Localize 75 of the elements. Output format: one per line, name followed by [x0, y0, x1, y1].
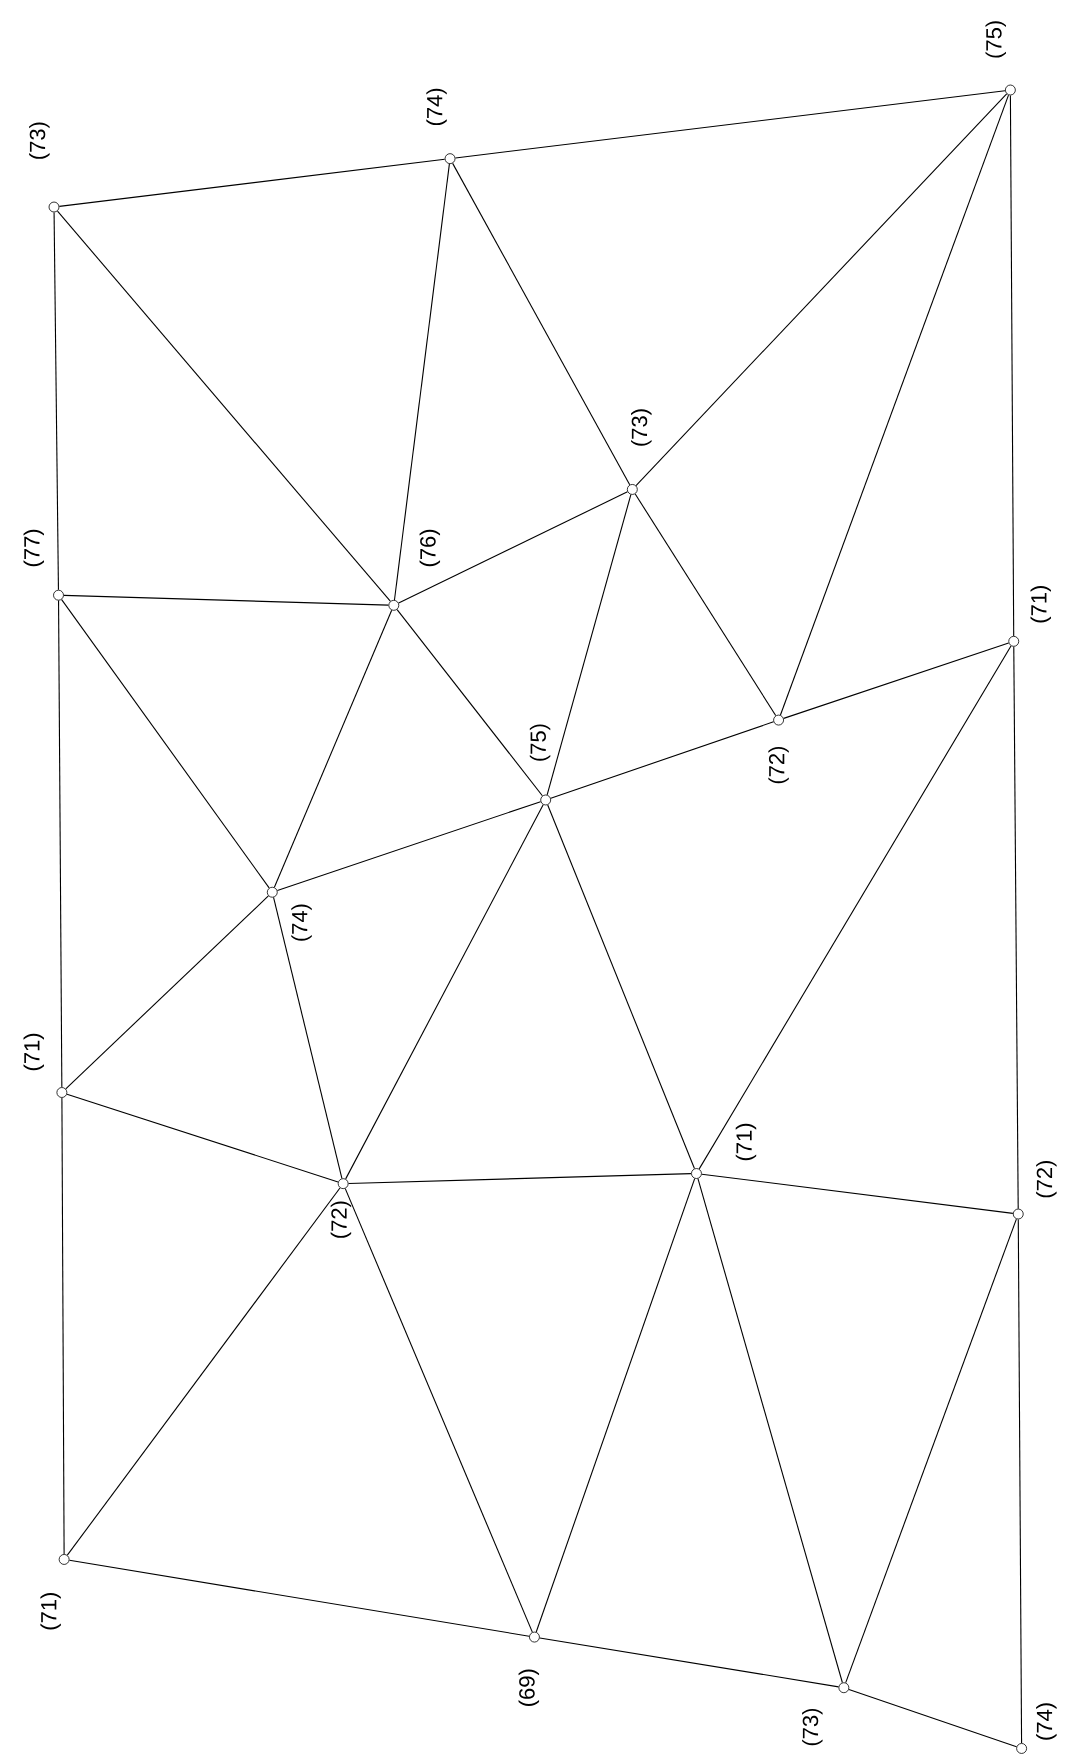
edge-line — [539, 1637, 840, 1688]
node-label: (71) — [1030, 586, 1051, 623]
edge-line — [1009, 94, 1015, 637]
node-label: (72) — [768, 746, 789, 784]
survey-point: (71) — [40, 1554, 70, 1630]
edge-line — [848, 1688, 1018, 1748]
survey-point: (74) — [426, 88, 456, 165]
survey-point: (77) — [23, 529, 64, 601]
survey-point: (72) — [768, 714, 789, 784]
edge-line — [273, 896, 343, 1179]
survey-point: (73) — [29, 122, 60, 213]
survey-point: (76) — [388, 529, 441, 611]
survey-point: (73) — [802, 1682, 850, 1746]
survey-point: (73) — [626, 409, 652, 495]
survey-point: (69) — [518, 1631, 540, 1706]
edge-line — [58, 600, 63, 1088]
node-label: (73) — [631, 409, 652, 446]
edge-line — [65, 895, 269, 1090]
survey-point: (71) — [1008, 586, 1051, 647]
edge-line — [845, 1218, 1017, 1684]
node-label: (71) — [735, 1123, 757, 1161]
survey-point: (75) — [985, 21, 1016, 96]
node-label: (71) — [40, 1593, 61, 1630]
edge-line — [61, 1097, 65, 1555]
survey-point: (72) — [1012, 1160, 1057, 1220]
node-label: (73) — [29, 122, 50, 159]
survey-point: (75) — [529, 724, 552, 806]
edge-line — [546, 494, 632, 796]
edge-line — [697, 1178, 843, 1684]
edge-line — [345, 804, 544, 1180]
edge-line — [783, 642, 1010, 719]
edge-line — [535, 1178, 696, 1633]
node-label: (74) — [1036, 1703, 1057, 1740]
node-label: (72) — [330, 1201, 352, 1238]
edge-line — [66, 1187, 341, 1556]
node-label: (69) — [518, 1669, 540, 1706]
node-label: (77) — [23, 529, 44, 567]
node-label: (74) — [426, 88, 447, 126]
edge-line — [53, 211, 59, 591]
survey-point: (74) — [266, 886, 312, 941]
survey-point: (71) — [23, 1033, 68, 1098]
node-label: (75) — [985, 21, 1006, 58]
node-label: (72) — [1036, 1160, 1057, 1198]
node-label: (75) — [529, 724, 551, 761]
edge-line — [66, 1093, 339, 1183]
edge-line — [550, 721, 775, 799]
edge-line — [273, 609, 393, 888]
edge-line — [634, 493, 777, 717]
survey-point: (74) — [1016, 1703, 1057, 1754]
edge-line — [1013, 646, 1019, 1210]
node-label: (73) — [802, 1708, 823, 1746]
edge-line — [454, 90, 1006, 159]
edge-line — [348, 1173, 692, 1185]
edge-line — [396, 609, 543, 797]
edge-line — [547, 804, 695, 1170]
node-label: (71) — [23, 1033, 44, 1071]
edge-line — [276, 801, 542, 892]
edge-line — [779, 94, 1010, 716]
edge-line — [698, 645, 1012, 1170]
edge-line — [68, 1559, 530, 1637]
edge-line — [56, 210, 391, 602]
node-label: (74) — [291, 904, 312, 941]
edge-line — [344, 1188, 533, 1633]
survey-point: (71) — [691, 1123, 757, 1179]
survey-point: (72) — [330, 1178, 352, 1238]
edge-line — [452, 162, 631, 486]
edge-line — [398, 491, 628, 604]
edge-line — [63, 594, 389, 606]
edge-line — [58, 158, 446, 207]
node-label: (76) — [419, 529, 441, 567]
edge-line — [393, 163, 450, 601]
edge-line — [701, 1173, 1014, 1214]
edge-line — [61, 599, 270, 889]
edge-line — [635, 93, 1008, 487]
edge-line — [1017, 1218, 1023, 1744]
